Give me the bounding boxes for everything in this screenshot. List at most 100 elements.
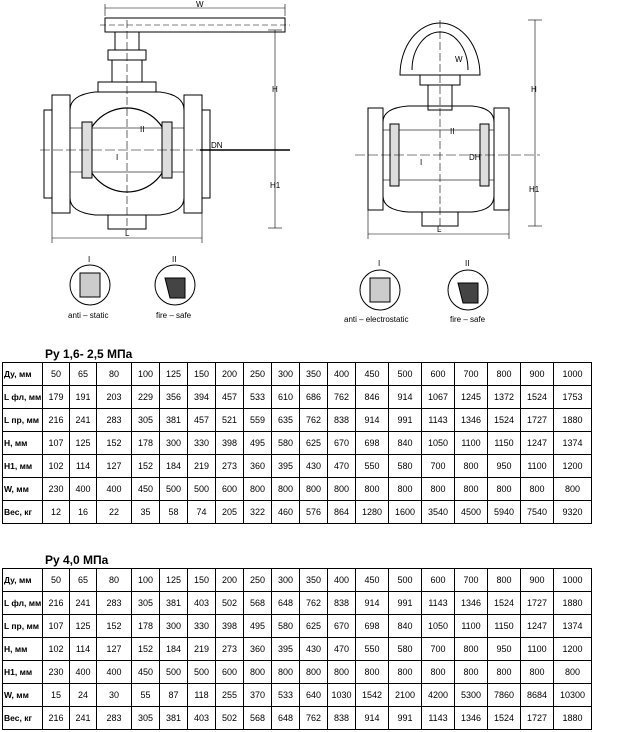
detail-3-numeral: I (378, 259, 380, 268)
table-cell: 65 (69, 568, 97, 592)
table-cell: 800 (454, 477, 488, 501)
row-header: Ду, мм (2, 362, 43, 386)
table-cell: 698 (355, 431, 389, 455)
table-cell: 686 (299, 385, 328, 409)
table-cell: 502 (215, 706, 244, 730)
table-cell: 698 (355, 614, 389, 638)
dim-dh-right: DH (469, 153, 481, 162)
table-2-title: Ру 4,0 МПа (45, 553, 109, 567)
table-cell: 800 (271, 477, 300, 501)
section-i-left: I (116, 153, 118, 162)
table-cell: 800 (520, 477, 554, 501)
table-cell: 5300 (454, 683, 488, 707)
table-cell: 50 (42, 568, 70, 592)
detail-1-numeral: I (88, 255, 90, 264)
table-cell: 4500 (454, 500, 488, 524)
table-cell: 305 (131, 408, 160, 432)
table-cell: 991 (388, 591, 422, 615)
table-cell: 950 (487, 454, 521, 478)
table-cell: 10300 (553, 683, 592, 707)
table-cell: 152 (131, 637, 160, 661)
left-dimension-labels: W H H1 DN L II I (116, 0, 281, 238)
row-header: L фл, мм (2, 385, 43, 409)
table-cell: 800 (421, 477, 455, 501)
table-cell: 1524 (487, 408, 521, 432)
table-cell: 800 (487, 477, 521, 501)
table-cell: 450 (355, 568, 389, 592)
table-cell: 800 (355, 660, 389, 684)
section-ii-left: II (140, 125, 144, 134)
table-cell: 800 (271, 660, 300, 684)
table-cell: 7540 (520, 500, 554, 524)
row-header: Ду, мм (2, 568, 43, 592)
table-cell: 74 (187, 500, 216, 524)
table-cell: 102 (42, 454, 70, 478)
table-cell: 360 (243, 454, 272, 478)
table-cell: 8684 (520, 683, 554, 707)
table-cell: 800 (243, 477, 272, 501)
table-cell: 100 (131, 362, 160, 386)
table-cell: 216 (42, 706, 70, 730)
table-1-title: Ру 1,6- 2,5 МПа (45, 347, 133, 361)
table-cell: 800 (299, 477, 328, 501)
table-cell: 800 (487, 568, 521, 592)
dim-h1-right: H1 (529, 185, 540, 194)
table-cell: 1200 (553, 454, 592, 478)
table-cell: 4200 (421, 683, 455, 707)
detail-2-caption: fire – safe (156, 311, 192, 320)
table-cell: 991 (388, 706, 422, 730)
table-cell: 403 (187, 591, 216, 615)
table-cell: 625 (299, 614, 328, 638)
table-cell: 576 (299, 500, 328, 524)
table-cell: 600 (421, 362, 455, 386)
table-cell: 1372 (487, 385, 521, 409)
table-cell: 1280 (355, 500, 389, 524)
table-cell: 1030 (327, 683, 356, 707)
table-cell: 100 (131, 568, 160, 592)
table-cell: 241 (69, 408, 97, 432)
table-cell: 914 (388, 385, 422, 409)
table-cell: 273 (215, 637, 244, 661)
table-cell: 24 (69, 683, 97, 707)
table-cell: 283 (96, 408, 132, 432)
table-cell: 216 (42, 591, 70, 615)
table-cell: 1600 (388, 500, 422, 524)
table-cell: 395 (271, 454, 300, 478)
table-cell: 840 (388, 431, 422, 455)
table-cell: 1100 (454, 614, 488, 638)
dim-l-right: L (437, 225, 442, 234)
table-cell: 430 (299, 637, 328, 661)
table-cell: 400 (96, 477, 132, 501)
table-cell: 381 (159, 591, 188, 615)
table-cell: 800 (454, 454, 488, 478)
table-cell: 450 (131, 660, 160, 684)
table-cell: 1374 (553, 614, 592, 638)
row-header: L пр, мм (2, 614, 43, 638)
table-cell: 400 (69, 660, 97, 684)
table-cell: 1727 (520, 408, 554, 432)
table-cell: 300 (271, 362, 300, 386)
table-cell: 610 (271, 385, 300, 409)
detail-labels: I anti – static II fire – safe I anti – … (68, 255, 486, 324)
table-cell: 1150 (487, 614, 521, 638)
detail-1-caption: anti – static (68, 311, 108, 320)
table-cell: 600 (215, 477, 244, 501)
table-cell: 330 (187, 431, 216, 455)
row-header: L пр, мм (2, 408, 43, 432)
dim-h-left: H (272, 85, 278, 94)
table-cell: 219 (187, 637, 216, 661)
dim-dn-left: DN (211, 141, 223, 150)
table-cell: 283 (96, 706, 132, 730)
left-valve-drawing (40, 4, 290, 243)
table-cell: 230 (42, 477, 70, 501)
table-cell: 600 (215, 660, 244, 684)
detail-3-caption: anti – electrostatic (344, 315, 408, 324)
table-cell: 800 (553, 660, 592, 684)
